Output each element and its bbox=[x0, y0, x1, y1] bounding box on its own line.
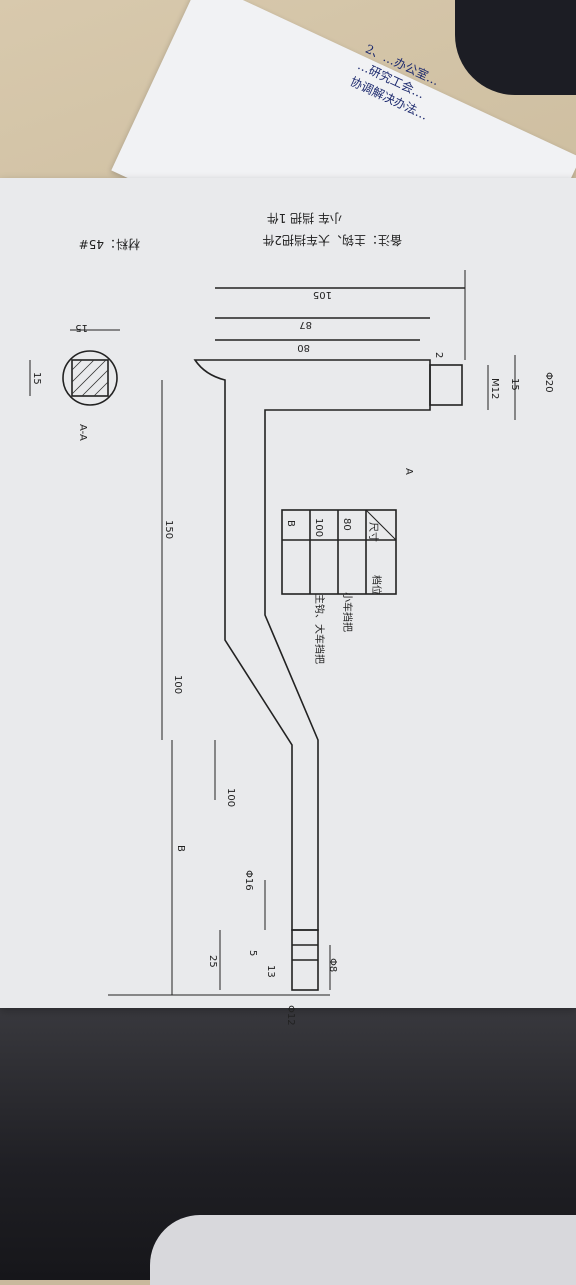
square-end bbox=[429, 364, 463, 406]
section-circle bbox=[62, 350, 118, 406]
section-square bbox=[71, 359, 109, 397]
drawing-sheet bbox=[0, 178, 576, 1008]
dim-phi16: Φ16 bbox=[243, 870, 254, 891]
table-header-grade: 档位 bbox=[370, 575, 383, 595]
dim-25: 25 bbox=[207, 955, 218, 968]
note-line-1: 备注：主钩、大车挡把2件 bbox=[262, 233, 402, 248]
dim-m12: M12 bbox=[489, 378, 500, 399]
note-line-2: 小车 挡把 1件 bbox=[267, 211, 342, 226]
note-material: 材料：45# bbox=[79, 237, 140, 251]
label-b: B bbox=[175, 845, 186, 852]
dim-phi8: Φ8 bbox=[327, 958, 338, 972]
dim-100-vertical: 100 bbox=[225, 788, 236, 807]
dim-5: 5 bbox=[247, 950, 258, 956]
section-arrow-label: A bbox=[403, 468, 414, 475]
section-dim-15-left: 15 bbox=[31, 372, 42, 385]
dim-87: 87 bbox=[299, 319, 312, 330]
size-table bbox=[281, 509, 397, 595]
dim-15: 15 bbox=[509, 378, 520, 391]
table-row1-size: 80 bbox=[341, 518, 352, 531]
dark-object-corner bbox=[455, 0, 576, 95]
dim-100-diagonal: 100 bbox=[172, 675, 183, 694]
dim-80: 80 bbox=[297, 342, 310, 353]
table-row2-size: 100 bbox=[313, 518, 324, 537]
section-hatch bbox=[71, 359, 109, 397]
table-row3-size: B bbox=[285, 520, 296, 527]
dim-phi12: Φ12 bbox=[285, 1005, 296, 1026]
dim-phi20: Φ20 bbox=[543, 372, 554, 393]
dim-105: 105 bbox=[313, 289, 332, 300]
dim-2: 2 bbox=[433, 352, 444, 358]
table-row1-name: 小车挡把 bbox=[341, 592, 354, 632]
table-header-size: 尺寸 bbox=[367, 522, 380, 542]
handle-outline bbox=[193, 359, 431, 931]
gray-sleeve bbox=[150, 1215, 576, 1285]
section-label: A-A bbox=[77, 424, 88, 441]
dim-150: 150 bbox=[163, 520, 174, 539]
table-row2-name: 主钩、大车挡把 bbox=[313, 594, 326, 664]
dim-13: 13 bbox=[265, 965, 276, 978]
section-dim-15-top: 15 bbox=[75, 322, 88, 333]
